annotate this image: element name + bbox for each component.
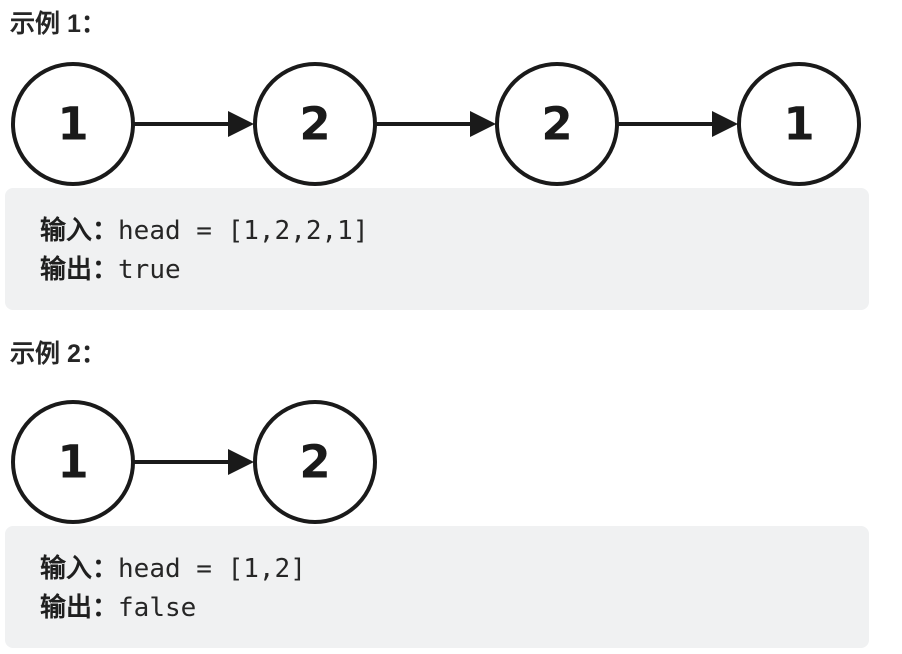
- node-value: 2: [299, 436, 330, 489]
- arrow-head-icon: [712, 111, 738, 137]
- arrow-head-icon: [228, 111, 254, 137]
- node-value: 1: [783, 98, 814, 151]
- node-value: 1: [57, 98, 88, 151]
- input-line: 输入：head = [1,2,2,1]: [40, 211, 869, 250]
- arrow-head-icon: [470, 111, 496, 137]
- arrow-head-icon: [228, 449, 254, 475]
- example-1-io-block: 输入：head = [1,2,2,1] 输出：true: [5, 188, 869, 310]
- linked-list-diagram: 1 2 2 1: [11, 62, 861, 186]
- output-line: 输出：true: [40, 250, 869, 289]
- node-value: 2: [299, 98, 330, 151]
- output-value: true: [118, 255, 181, 285]
- node-value: 1: [57, 436, 88, 489]
- input-label: 输入：: [40, 216, 119, 246]
- output-label: 输出：: [40, 255, 119, 285]
- input-value: head = [1,2,2,1]: [118, 216, 369, 246]
- example-1-heading: 示例 1：: [10, 10, 106, 38]
- output-label: 输出：: [40, 593, 119, 623]
- input-label: 输入：: [40, 554, 119, 584]
- input-value: head = [1,2]: [118, 554, 306, 584]
- example-2-io-block: 输入：head = [1,2] 输出：false: [5, 526, 869, 648]
- node-circle: [253, 400, 377, 524]
- node-circle: [737, 62, 861, 186]
- example-2-heading: 示例 2：: [10, 340, 106, 368]
- node-value: 2: [541, 98, 572, 151]
- output-line: 输出：false: [40, 588, 869, 627]
- output-value: false: [118, 593, 197, 623]
- example-1-section: 示例 1： 1 2 2 1 输入：head = [1,2,2,1] 输出：true: [0, 0, 902, 310]
- input-line: 输入：head = [1,2]: [40, 549, 869, 588]
